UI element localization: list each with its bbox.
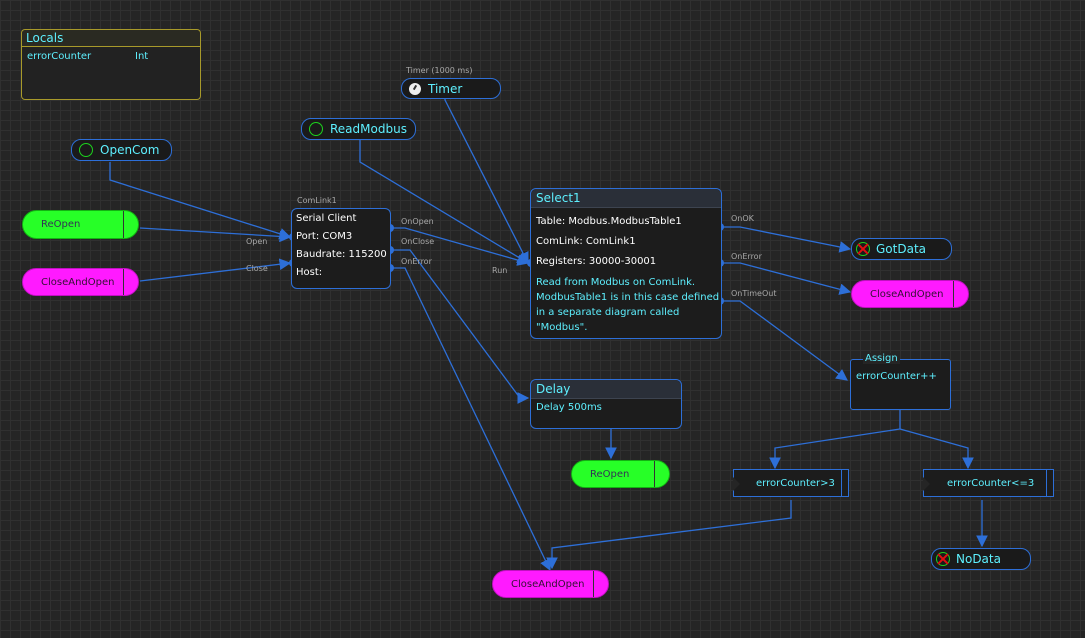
comlink-in-close-label: Close <box>246 264 268 273</box>
reopen-state-2[interactable]: ReOpen <box>571 460 670 488</box>
flag-notch <box>733 477 740 491</box>
state-divider <box>123 269 124 295</box>
end-cross-icon <box>936 552 950 566</box>
comlink-host: Host: <box>296 267 323 278</box>
state-divider <box>654 461 655 487</box>
comlink-block[interactable]: Serial Client Port: COM3 Baudrate: 11520… <box>291 208 391 289</box>
wire-reopen-open <box>139 227 292 243</box>
comlink-title: Serial Client <box>296 213 357 224</box>
wire-gt-closeandopen <box>546 500 792 570</box>
timer-node[interactable]: Timer <box>401 78 501 99</box>
comlink-out-onerror-label: OnError <box>401 257 432 266</box>
locals-variable-type: Int <box>135 51 149 62</box>
select1-in-run-label: Run <box>492 266 508 275</box>
comlink-out-onclose-label: OnClose <box>401 237 435 246</box>
delay-block[interactable]: Delay Delay 500ms <box>530 379 682 429</box>
comlink-in-open-label: Open <box>246 237 268 246</box>
select1-comlink: ComLink: ComLink1 <box>536 236 636 247</box>
select1-description-2: ModbusTable1 is in this case defined <box>536 292 720 303</box>
timer-label: Timer <box>428 81 463 96</box>
wire-assign-le <box>899 428 974 470</box>
state-divider <box>123 211 124 238</box>
comlink-caption: ComLink1 <box>297 196 337 205</box>
nodata-label: NoData <box>956 552 1001 566</box>
closeandopen-state-3[interactable]: CloseAndOpen <box>492 570 609 598</box>
select1-out-onerror-label: OnError <box>731 252 762 261</box>
delay-title: Delay <box>531 380 681 399</box>
gotdata-node[interactable]: GotData <box>851 238 952 260</box>
gotdata-label: GotData <box>876 242 926 256</box>
opencom-node[interactable]: OpenCom <box>71 139 172 161</box>
wire-timer-run <box>444 98 529 265</box>
select1-table: Table: Modbus.ModbusTable1 <box>536 216 682 227</box>
flag-divider <box>1046 470 1047 496</box>
select1-registers: Registers: 30000-30001 <box>536 256 657 267</box>
comlink-out-onopen-label: OnOpen <box>401 217 434 226</box>
locals-panel[interactable]: Locals errorCounter Int <box>21 29 201 100</box>
closeandopen-state-2[interactable]: CloseAndOpen <box>851 280 969 308</box>
assign-expression: errorCounter++ <box>856 371 937 382</box>
timer-caption: Timer (1000 ms) <box>406 66 473 75</box>
condition-le-label: errorCounter<=3 <box>947 477 1035 489</box>
select1-title: Select1 <box>531 189 721 208</box>
condition-greater-than-3[interactable]: errorCounter>3 <box>733 469 849 497</box>
condition-less-or-equal-3[interactable]: errorCounter<=3 <box>923 469 1054 497</box>
state-divider <box>593 571 594 597</box>
wire-onerror-closeandopen2 <box>720 262 852 295</box>
wire-onok-gotdata <box>720 226 852 253</box>
nodata-node[interactable]: NoData <box>931 548 1031 570</box>
select1-out-onok-label: OnOK <box>731 214 754 223</box>
closeandopen-state-1-label: CloseAndOpen <box>41 276 115 288</box>
closeandopen-state-2-label: CloseAndOpen <box>870 288 944 300</box>
start-circle-icon <box>79 143 93 157</box>
locals-title: Locals <box>22 30 200 47</box>
wire-onerror-closeandopen <box>390 267 551 572</box>
closeandopen-state-3-label: CloseAndOpen <box>511 578 585 590</box>
select1-description-3: in a separate diagram called <box>536 307 680 318</box>
readmodbus-node[interactable]: ReadModbus <box>301 118 416 140</box>
reopen-state-1-label: ReOpen <box>41 219 81 230</box>
end-cross-icon <box>856 242 870 256</box>
start-circle-icon <box>309 122 323 136</box>
select1-description-1: Read from Modbus on ComLink. <box>536 277 696 288</box>
select1-description-4: "Modbus". <box>536 322 588 333</box>
wire-ontimeout-assign <box>720 300 848 381</box>
flag-divider <box>841 470 842 496</box>
closeandopen-state-1[interactable]: CloseAndOpen <box>22 268 139 296</box>
delay-value: Delay 500ms <box>536 402 602 413</box>
assign-block[interactable]: Assign errorCounter++ <box>850 353 951 410</box>
state-divider <box>953 281 954 307</box>
opencom-label: OpenCom <box>100 143 160 157</box>
comlink-baudrate: Baudrate: 115200 <box>296 249 387 260</box>
reopen-state-2-label: ReOpen <box>590 468 630 480</box>
assign-title: Assign <box>863 353 900 364</box>
flag-notch <box>923 477 930 491</box>
wire-assign-gt <box>769 409 901 470</box>
condition-gt-label: errorCounter>3 <box>756 477 835 489</box>
readmodbus-label: ReadModbus <box>330 122 407 136</box>
select1-out-ontimeout-label: OnTimeOut <box>731 289 777 298</box>
clock-icon <box>409 82 421 95</box>
select1-block[interactable]: Select1 Table: Modbus.ModbusTable1 ComLi… <box>530 188 722 339</box>
reopen-state-1[interactable]: ReOpen <box>22 210 139 239</box>
comlink-port: Port: COM3 <box>296 231 353 242</box>
locals-variable-name: errorCounter <box>27 51 92 62</box>
